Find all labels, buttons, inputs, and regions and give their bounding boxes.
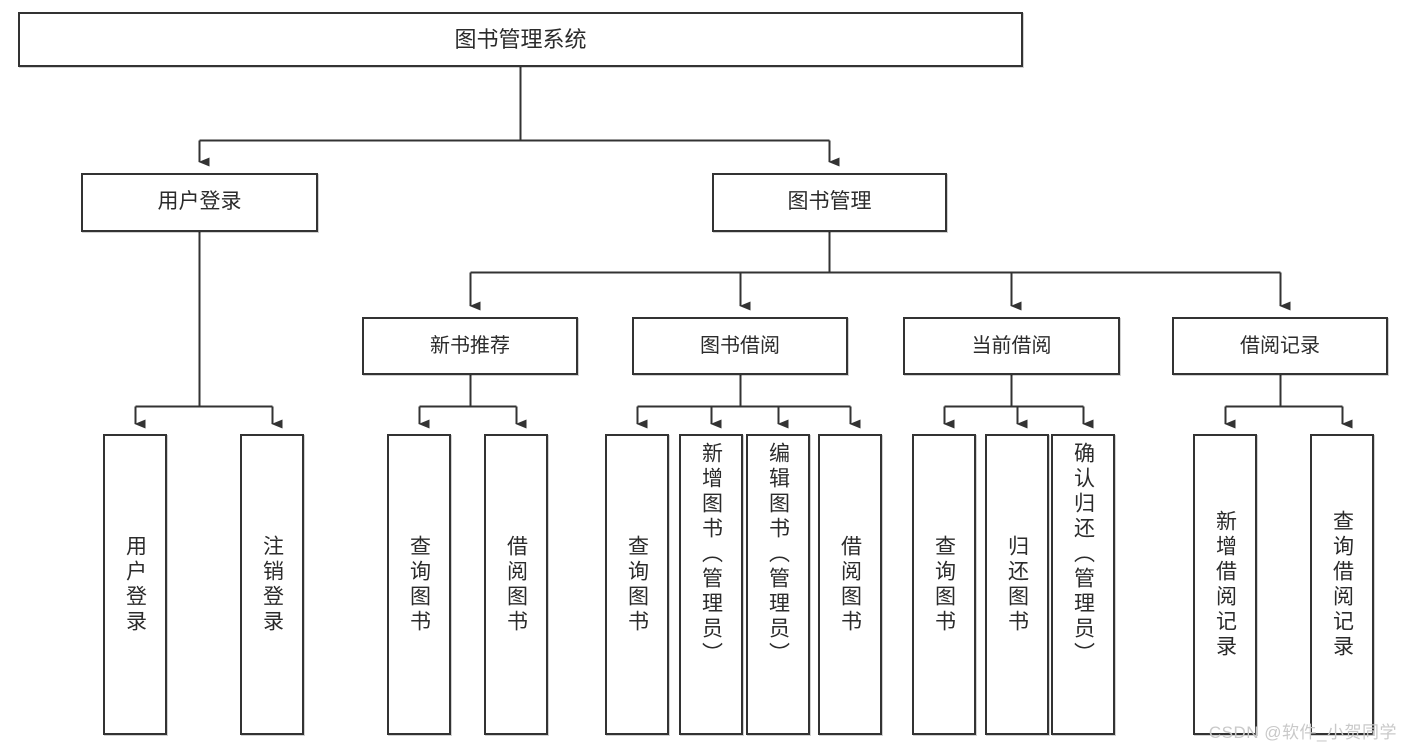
leaf-node-query-book-recommend[interactable]: 查询图书 <box>387 434 451 735</box>
node-book-borrow[interactable]: 图书借阅 <box>632 317 848 375</box>
leaf-node-confirm-return[interactable]: 确认归还（管理员） <box>1051 434 1115 735</box>
leaf-node-add-book[interactable]: 新增图书（管理员） <box>679 434 743 735</box>
leaf-node-borrow-book-recommend[interactable]: 借阅图书 <box>484 434 548 735</box>
node-label: 查询借阅记录 <box>1330 509 1354 660</box>
leaf-node-query-borrow-record[interactable]: 查询借阅记录 <box>1310 434 1374 735</box>
node-book-manage[interactable]: 图书管理 <box>712 173 947 232</box>
node-label: 确认归还（管理员） <box>1071 442 1095 667</box>
node-label: 查询图书 <box>407 534 431 635</box>
node-label: 用户登录 <box>123 534 147 635</box>
node-current-borrow[interactable]: 当前借阅 <box>903 317 1120 375</box>
node-label: 查询图书 <box>625 534 649 635</box>
leaf-node-add-borrow-record[interactable]: 新增借阅记录 <box>1193 434 1257 735</box>
leaf-node-return-book[interactable]: 归还图书 <box>985 434 1049 735</box>
node-label: 图书管理系统 <box>454 26 587 52</box>
node-label: 新增借阅记录 <box>1213 509 1237 660</box>
leaf-node-logout[interactable]: 注销登录 <box>240 434 304 735</box>
leaf-node-query-book-current[interactable]: 查询图书 <box>912 434 976 735</box>
node-label: 图书管理 <box>787 190 872 214</box>
leaf-node-query-book-borrow[interactable]: 查询图书 <box>605 434 669 735</box>
node-label: 借阅记录 <box>1240 334 1320 357</box>
node-borrow-record[interactable]: 借阅记录 <box>1172 317 1388 375</box>
node-label: 用户登录 <box>157 190 242 214</box>
node-new-book-recommend[interactable]: 新书推荐 <box>362 317 578 375</box>
node-label: 借阅图书 <box>838 534 862 635</box>
leaf-node-user-login[interactable]: 用户登录 <box>103 434 167 735</box>
node-label: 编辑图书（管理员） <box>766 442 790 667</box>
node-label: 查询图书 <box>932 534 956 635</box>
leaf-node-edit-book[interactable]: 编辑图书（管理员） <box>746 434 810 735</box>
node-label: 新书推荐 <box>430 334 510 357</box>
node-label: 归还图书 <box>1005 534 1029 635</box>
node-user-login[interactable]: 用户登录 <box>81 173 318 232</box>
node-label: 当前借阅 <box>971 334 1052 357</box>
leaf-node-borrow-book[interactable]: 借阅图书 <box>818 434 882 735</box>
node-label: 注销登录 <box>260 534 284 635</box>
node-label: 图书借阅 <box>700 334 780 357</box>
node-label: 新增图书（管理员） <box>699 442 723 667</box>
node-label: 借阅图书 <box>504 534 528 635</box>
node-book-management-system[interactable]: 图书管理系统 <box>18 12 1023 67</box>
